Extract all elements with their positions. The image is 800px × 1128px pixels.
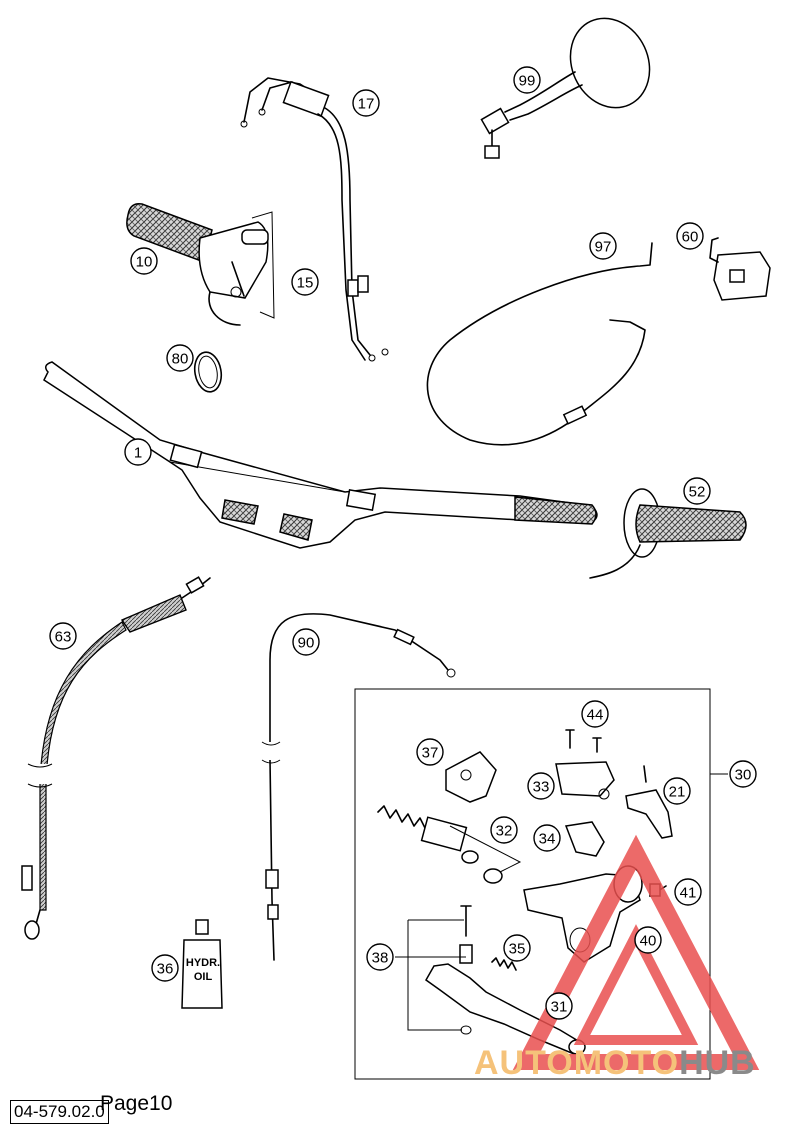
cable-part-97	[426, 242, 653, 446]
callout-30: 30	[729, 760, 757, 788]
callout-label: 15	[297, 275, 314, 292]
callout-63: 63	[49, 622, 77, 650]
cover-part-37	[445, 751, 497, 803]
cable-part-90	[261, 613, 456, 961]
callout-34: 34	[533, 824, 561, 852]
callout-label: 17	[358, 96, 375, 113]
callout-label: 41	[680, 885, 697, 902]
master-cylinder-box-part-30	[354, 688, 728, 1080]
adjuster-part-21	[625, 765, 673, 839]
callout-label: 1	[134, 445, 142, 462]
watermark-triangle	[512, 834, 760, 1070]
callout-label: 21	[669, 784, 686, 801]
callout-label: 30	[735, 767, 752, 784]
piston-part-32	[377, 805, 522, 884]
callout-44: 44	[581, 700, 609, 728]
spring-part-35	[491, 957, 517, 971]
callout-37: 37	[416, 738, 444, 766]
callout-label: 63	[55, 629, 72, 646]
diagram-code: 04-579.02.0	[10, 1100, 109, 1124]
callout-10: 10	[130, 247, 158, 275]
callout-1: 1	[124, 438, 152, 466]
callout-90: 90	[292, 628, 320, 656]
callout-label: 52	[689, 484, 706, 501]
callout-33: 33	[527, 772, 555, 800]
screws-part-44	[565, 729, 602, 753]
callout-31: 31	[545, 992, 573, 1020]
callout-40: 40	[634, 926, 662, 954]
callout-97: 97	[589, 232, 617, 260]
callout-label: 38	[372, 950, 389, 967]
switch-part-60	[709, 237, 771, 301]
page-number: Page10	[100, 1092, 173, 1115]
callout-52: 52	[683, 477, 711, 505]
oil-bottle-part-36	[181, 919, 223, 1009]
callout-32: 32	[490, 816, 518, 844]
callout-17: 17	[352, 89, 380, 117]
callout-layer: 99 17 97 60 10 15 80 1 52 63 90 44 37 30 33 21 32 34 41 40 3…	[49, 66, 757, 1020]
callout-label: 10	[136, 254, 153, 271]
throttle-cable-part-17	[240, 77, 389, 362]
callout-label: 34	[539, 831, 556, 848]
callout-label: 35	[509, 941, 526, 958]
throttle-grip-part-10	[126, 202, 275, 326]
callout-label: 60	[682, 229, 699, 246]
brake-line-part-63	[21, 576, 211, 940]
grip-part-52	[589, 488, 747, 579]
watermark-brand: AUTOMOTOHUB	[474, 1044, 756, 1083]
callout-label: 31	[551, 999, 568, 1016]
callout-label: 37	[422, 745, 439, 762]
diaphragm-part-34	[564, 821, 605, 857]
callout-label: 80	[172, 351, 189, 368]
callout-41: 41	[674, 878, 702, 906]
watermark-part2: HUB	[679, 1044, 756, 1082]
callout-label: 97	[595, 239, 612, 256]
callout-label: 40	[640, 933, 657, 950]
handlebar-part-1	[43, 361, 598, 549]
callout-label: 32	[496, 823, 513, 840]
callout-label: 33	[533, 779, 550, 796]
clamp-ring-part-80	[193, 351, 223, 393]
reservoir-cap-part-33	[555, 761, 615, 800]
watermark-part1: AUTOMOTO	[474, 1044, 680, 1082]
callout-38: 38	[366, 943, 394, 971]
callout-21: 21	[663, 777, 691, 805]
callout-99: 99	[513, 66, 541, 94]
pivot-bolt-part-38	[395, 905, 473, 1035]
callout-15: 15	[291, 268, 319, 296]
oil-bottle-label-2: OIL	[194, 971, 213, 983]
callout-label: 99	[519, 73, 536, 90]
callout-80: 80	[166, 344, 194, 372]
callout-label: 44	[587, 707, 604, 724]
callout-36: 36	[151, 954, 179, 982]
callout-label: 90	[298, 635, 315, 652]
callout-60: 60	[676, 222, 704, 250]
callout-label: 36	[157, 961, 174, 978]
oil-bottle-label-1: HYDR.	[186, 957, 220, 969]
callout-35: 35	[503, 934, 531, 962]
mirror-part-99	[480, 17, 651, 159]
